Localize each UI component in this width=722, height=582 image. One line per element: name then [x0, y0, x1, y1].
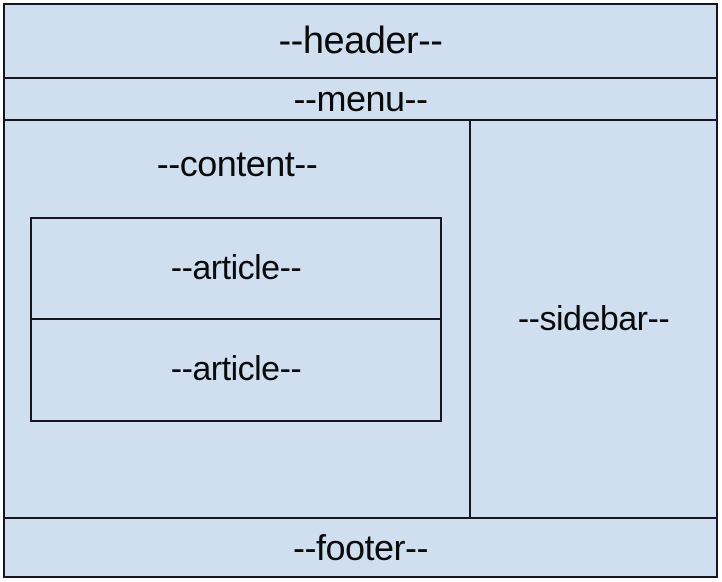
- content-region-label: --content--: [156, 143, 318, 184]
- footer-region-label: --footer--: [292, 526, 429, 568]
- header-region-label: --header--: [278, 19, 443, 62]
- menu-region: --menu--: [5, 79, 716, 121]
- footer-region: --footer--: [5, 519, 716, 576]
- article-region: --article--: [32, 320, 440, 421]
- middle-row: --content-- --article-- --article-- --si…: [5, 121, 716, 519]
- sidebar-region: --sidebar--: [471, 121, 716, 517]
- articles-group: --article-- --article--: [30, 217, 442, 422]
- article-region: --article--: [32, 219, 440, 320]
- article-region-label: --article--: [170, 350, 302, 389]
- menu-region-label: --menu--: [293, 78, 428, 119]
- page-layout-diagram: --header-- --menu-- --content-- --articl…: [3, 3, 718, 578]
- article-region-label: --article--: [170, 248, 302, 287]
- content-region: --content-- --article-- --article--: [5, 121, 471, 517]
- sidebar-region-label: --sidebar--: [517, 299, 670, 338]
- header-region: --header--: [5, 5, 716, 79]
